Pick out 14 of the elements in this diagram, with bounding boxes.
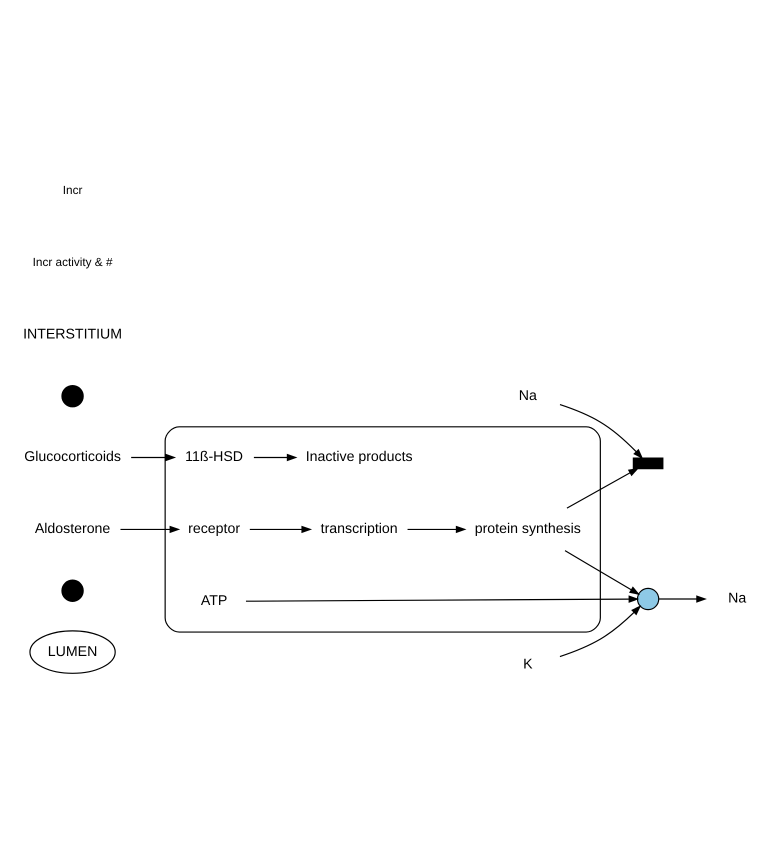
- label: Incr activity & #: [32, 255, 113, 268]
- node-text: Na: [728, 589, 746, 606]
- node-text: Na: [518, 386, 537, 402]
- node-text: K: [523, 655, 533, 672]
- node-text: protein synthesis: [474, 520, 581, 536]
- label: INTERSTITIUM: [23, 324, 122, 341]
- label: Incr: [62, 183, 82, 196]
- node-text: ATP: [200, 592, 228, 608]
- node-text: transcription: [320, 520, 398, 536]
- node-text: Glucocorticoids: [24, 448, 121, 464]
- node-text: Aldosterone: [34, 520, 110, 536]
- node-text: 11ß-HSD: [185, 448, 244, 464]
- node-text: Inactive products: [306, 448, 413, 464]
- node-text: receptor: [188, 520, 240, 536]
